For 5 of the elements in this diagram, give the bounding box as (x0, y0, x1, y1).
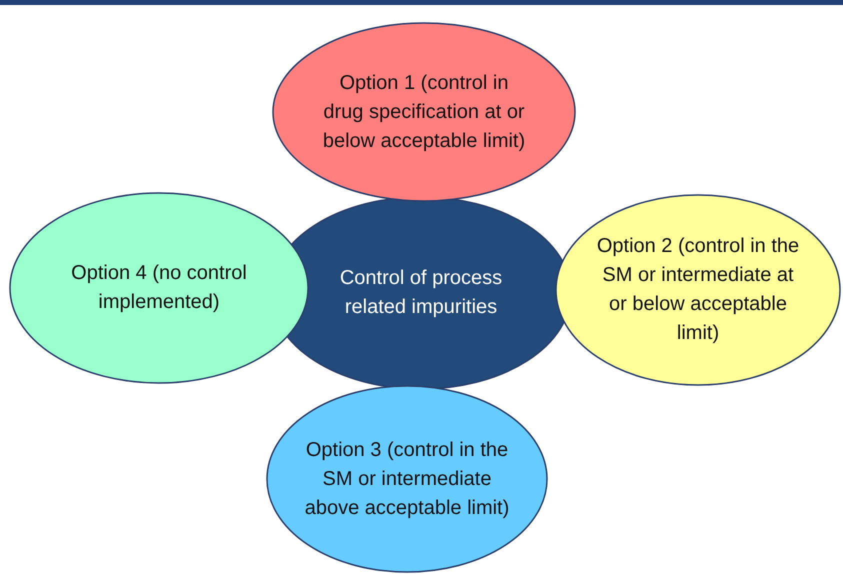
ellipse-text: Option 2 (control in the SM or intermediate at or below acceptable limit) (596, 234, 800, 346)
ellipse-text: Option 4 (no control implemented) (70, 261, 248, 315)
ellipse-text: Control of process related impurities (338, 266, 504, 320)
ellipse-text: Option 3 (control in the SM or intermediate above acceptable limit) (304, 438, 510, 520)
ellipse-text: Option 1 (control in drug specification at or below acceptable limit) (322, 70, 526, 154)
